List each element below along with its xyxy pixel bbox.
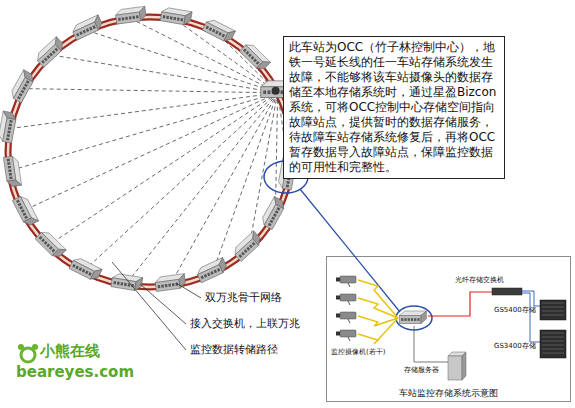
switch-icon <box>260 197 287 230</box>
fc-link <box>522 293 540 342</box>
network-label: 接入交换机，上联万兆 <box>190 318 300 331</box>
station-storage-illustration <box>336 276 566 380</box>
switch-icon <box>195 258 228 283</box>
switch-icon <box>69 256 102 282</box>
storage-array <box>540 330 566 358</box>
switch-icon <box>71 15 104 40</box>
switch-icon <box>9 70 36 103</box>
dump-path <box>51 55 277 93</box>
camera-icon <box>336 276 356 287</box>
switch-icon <box>202 18 235 44</box>
callout-box: 此车站为OCC（竹子林控制中心），地铁一号延长线的任一车站存储系统发生故障，不能… <box>283 36 505 179</box>
dump-path <box>130 18 277 93</box>
storage-array <box>540 300 566 320</box>
callout-text: 此车站为OCC（竹子林控制中心），地铁一号延长线的任一车站存储系统发生故障，不能… <box>289 40 499 175</box>
switch-icon <box>155 274 187 292</box>
device-label: GS3400存储 <box>494 342 536 350</box>
switch-icon <box>115 6 147 24</box>
switch-icon <box>399 311 426 324</box>
switch-icon <box>12 194 38 227</box>
camera-icon <box>336 330 356 341</box>
network-label: 双万兆骨干网络 <box>205 292 282 305</box>
switch-icon <box>34 37 66 68</box>
occ-marker <box>272 87 280 95</box>
switch-icon <box>232 231 264 262</box>
leader-line <box>176 283 201 298</box>
device-label: 光纤存储交换机 <box>455 276 504 284</box>
ring-backbone-core <box>8 17 292 287</box>
wireless-link <box>358 318 398 344</box>
switch-icon <box>3 155 21 187</box>
switch-icon <box>239 41 270 72</box>
leader-line <box>112 262 186 350</box>
dump-path <box>10 93 277 129</box>
cable <box>414 326 448 362</box>
switch-icon <box>160 7 192 26</box>
dump-path <box>83 93 277 271</box>
dump-path <box>125 93 277 285</box>
switch-icon <box>111 273 143 292</box>
fiber-link <box>428 292 492 316</box>
dump-paths <box>9 18 289 285</box>
dump-path <box>212 93 277 274</box>
watermark-text: 小熊在线 <box>40 343 100 360</box>
inset-panel-ground <box>327 257 571 402</box>
inset-panel: 车站监控存储系统示意图 <box>326 256 571 402</box>
dump-path <box>88 31 278 93</box>
camera-icon <box>336 294 356 305</box>
fc-switch-icon <box>492 288 522 295</box>
server-icon <box>448 352 466 380</box>
device-label: GS5400存储 <box>494 306 536 314</box>
zoom-line <box>300 189 400 312</box>
wireless-link <box>358 280 398 318</box>
device-label: 监控摄像机(若干) <box>331 348 385 356</box>
watermark-logo <box>18 344 38 362</box>
watermark-url: beareyes.com <box>16 364 134 381</box>
network-label: 监控数据转储路径 <box>190 344 278 357</box>
dump-path <box>48 93 278 246</box>
switch-icon <box>35 229 66 260</box>
camera-icon <box>336 312 356 323</box>
switch-icon <box>0 111 17 143</box>
ring-switches <box>0 6 303 291</box>
wireless-link <box>358 298 398 318</box>
dump-path <box>9 93 277 171</box>
dump-path <box>25 89 278 93</box>
dump-path <box>170 93 278 286</box>
device-label: 存储服务器 <box>404 366 439 374</box>
dump-path <box>22 93 277 211</box>
ring-backbone <box>8 17 292 287</box>
panel-caption: 车站监控存储系统示意图 <box>326 388 571 399</box>
